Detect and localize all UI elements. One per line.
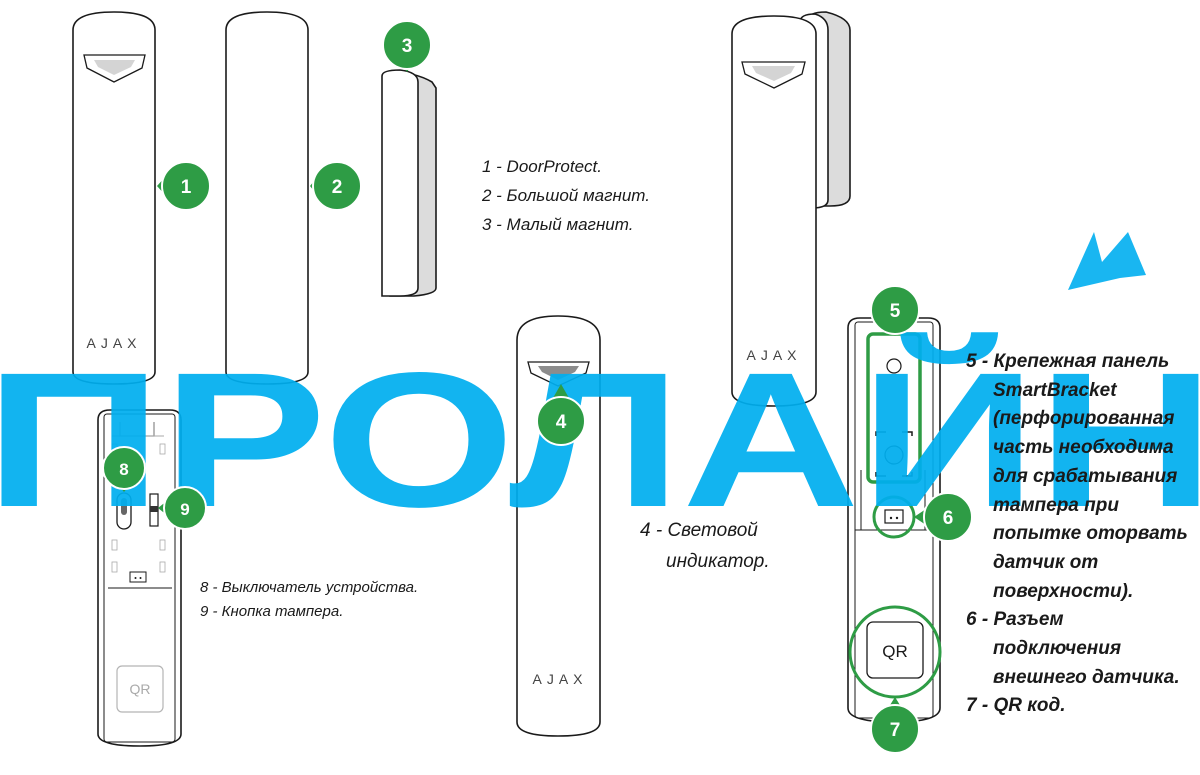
qr-code-back xyxy=(116,665,164,713)
qr-code xyxy=(866,621,924,679)
doorprotect-smartbracket-device: QR xyxy=(847,317,942,723)
svg-text:9: 9 xyxy=(180,500,189,519)
qr-code-label: QR xyxy=(882,642,908,661)
badge-3: 3 xyxy=(382,20,432,72)
legend-item-4-line2: индикатор. xyxy=(666,551,770,572)
ajax-logo: AJAX xyxy=(746,347,801,363)
badge-8: 8 xyxy=(102,446,146,492)
svg-text:6: 6 xyxy=(943,508,954,529)
svg-text:8: 8 xyxy=(119,460,128,479)
legend-item-2: 2 - Большой магнит. xyxy=(482,186,650,205)
svg-text:7: 7 xyxy=(890,720,901,741)
legend-item-8: 8 - Выключатель устройства. xyxy=(200,579,419,596)
doorprotect-device: AJAX xyxy=(72,11,156,385)
legend-item-5-line: попытке оторвать xyxy=(993,523,1188,545)
badge-5: 5 xyxy=(870,285,920,336)
external-connector-back xyxy=(129,571,147,583)
ajax-logo: AJAX xyxy=(86,335,141,351)
legend-item-6-line: подключения xyxy=(993,638,1122,660)
legend-item-5-line: датчик от xyxy=(993,551,1099,573)
small-magnet-device xyxy=(381,69,437,297)
legend-top: 1 - DoorProtect. 2 - Большой магнит. 3 -… xyxy=(482,152,650,239)
svg-text:2: 2 xyxy=(332,177,343,198)
legend-item-5: 5 - Крепежная панель xyxy=(966,351,1170,372)
external-connector xyxy=(884,509,904,524)
qr-code-back-label: QR xyxy=(130,681,151,697)
badge-4: 4 xyxy=(536,384,586,446)
legend-switch: 8 - Выключатель устройства. 9 - Кнопка т… xyxy=(200,576,418,624)
mounted-doorprotect-device: AJAX xyxy=(731,11,851,407)
svg-text:4: 4 xyxy=(556,412,567,433)
legend-item-5-line: поверхности). xyxy=(993,580,1134,602)
ajax-logo: AJAX xyxy=(532,671,587,687)
legend-item-1: 1 - DoorProtect. xyxy=(482,157,602,176)
big-magnet-device xyxy=(225,11,309,385)
badge-1: 1 xyxy=(157,161,211,211)
legend-indicator: 4 - Световой индикатор. xyxy=(640,515,770,577)
legend-item-5-line: для срабатывания xyxy=(993,465,1178,487)
doorprotect-back-device: QR xyxy=(97,409,182,747)
legend-item-6: 6 - Разъем xyxy=(966,609,1064,631)
legend-item-5-line: часть необходима xyxy=(993,437,1174,459)
legend-item-7: 7 - QR код. xyxy=(966,695,1066,717)
legend-item-3: 3 - Малый магнит. xyxy=(482,215,634,234)
legend-item-4-line1: 4 - Световой xyxy=(640,520,758,541)
legend-item-5-line: тампера при xyxy=(993,494,1119,516)
svg-text:3: 3 xyxy=(402,36,413,57)
legend-item-5-line: SmartBracket xyxy=(993,379,1117,401)
svg-text:5: 5 xyxy=(890,301,901,322)
badge-2: 2 xyxy=(310,161,362,211)
legend-item-9: 9 - Кнопка тампера. xyxy=(200,603,344,620)
legend-right: 5 - Крепежная панель SmartBracket (перфо… xyxy=(966,348,1188,721)
svg-text:1: 1 xyxy=(181,177,192,198)
badge-9: 9 xyxy=(158,486,207,530)
badge-6: 6 xyxy=(914,492,973,542)
legend-item-6-line: внешнего датчика. xyxy=(993,666,1180,688)
badge-7: 7 xyxy=(870,697,920,754)
legend-item-5-line: (перфорированная xyxy=(993,408,1175,430)
